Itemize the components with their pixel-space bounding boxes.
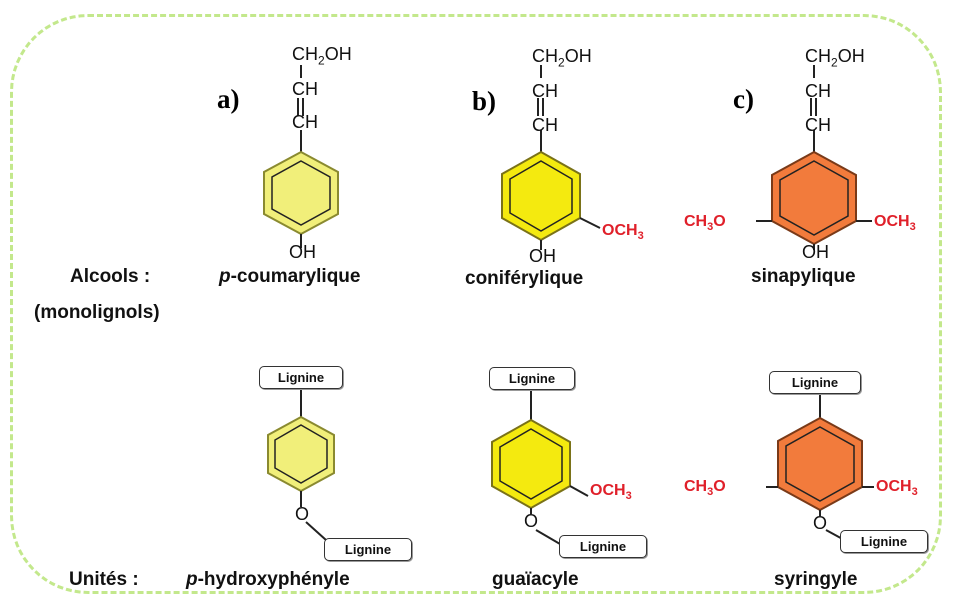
panel-letter-b: b) [472, 86, 497, 116]
och3-label-c-right: OCH3 [874, 213, 916, 234]
och3-label-b-bottom: OCH3 [590, 482, 632, 503]
ch2oh-label-c: CH2OH [805, 46, 865, 70]
o-label-b: O [524, 511, 539, 531]
ring-c-top [771, 150, 857, 246]
ring-c-bottom-inner [785, 426, 855, 502]
o-label-c: O [813, 513, 828, 533]
ch3o-label-c-bottom-left: CH3O [684, 478, 726, 499]
alcohol-name-a: p-coumarylique [219, 266, 361, 287]
ch-label-b-2: CH [532, 115, 558, 135]
lignine-box-a-top: Lignine [259, 366, 343, 389]
alcohol-name-c: sinapylique [751, 266, 856, 287]
oh-label-b: OH [529, 246, 556, 266]
bond-a-o-lignin [305, 521, 327, 541]
alcools-label: Alcools : [70, 266, 151, 287]
ring-a-top-inner [271, 160, 331, 226]
panel-letter-c: c) [733, 84, 754, 114]
lignine-box-b-top: Lignine [489, 367, 575, 390]
oh-label-c: OH [802, 242, 829, 262]
ch2oh-label-a: CH2OH [292, 44, 352, 68]
monolignols-label: (monolignols) [34, 302, 160, 323]
ring-b-bottom-inner [499, 428, 563, 500]
alcohol-name-b: coniférylique [465, 268, 584, 289]
oh-label-a: OH [289, 242, 316, 262]
lignine-box-b-bottom: Lignine [559, 535, 647, 558]
bond-b-och3 [579, 217, 601, 229]
ring-a-top [263, 150, 339, 236]
bond-b-o-lignin [535, 529, 561, 545]
ring-a-bottom-inner [274, 424, 328, 484]
ring-a-bottom [267, 415, 335, 493]
dashed-rounded-frame [10, 14, 942, 594]
ch-label-b-1: CH [532, 81, 558, 101]
ch3o-label-c-left: CH3O [684, 213, 726, 234]
ch-label-a-1: CH [292, 79, 318, 99]
ch-label-a-2: CH [292, 112, 318, 132]
ring-c-top-inner [779, 160, 849, 236]
ring-c-bottom [777, 416, 863, 512]
lignine-box-c-bottom: Lignine [840, 530, 928, 553]
bond-b-och3-bottom [569, 485, 589, 497]
unites-label: Unités : [69, 569, 139, 590]
ch-label-c-1: CH [805, 81, 831, 101]
unit-name-b: guaïacyle [492, 569, 579, 590]
unit-name-c: syringyle [774, 569, 858, 590]
unit-name-a: p-hydroxyphényle [186, 569, 350, 590]
o-label-a: O [295, 504, 310, 524]
ring-b-top-inner [509, 160, 573, 232]
panel-letter-a: a) [217, 84, 240, 114]
ring-b-top [501, 150, 581, 242]
och3-label-c-bottom-right: OCH3 [876, 478, 918, 499]
och3-label-b: OCH3 [602, 222, 644, 243]
lignine-box-c-top: Lignine [769, 371, 861, 394]
lignine-box-a-bottom: Lignine [324, 538, 412, 561]
ch2oh-label-b: CH2OH [532, 46, 592, 70]
ring-b-bottom [491, 418, 571, 510]
ch-label-c-2: CH [805, 115, 831, 135]
